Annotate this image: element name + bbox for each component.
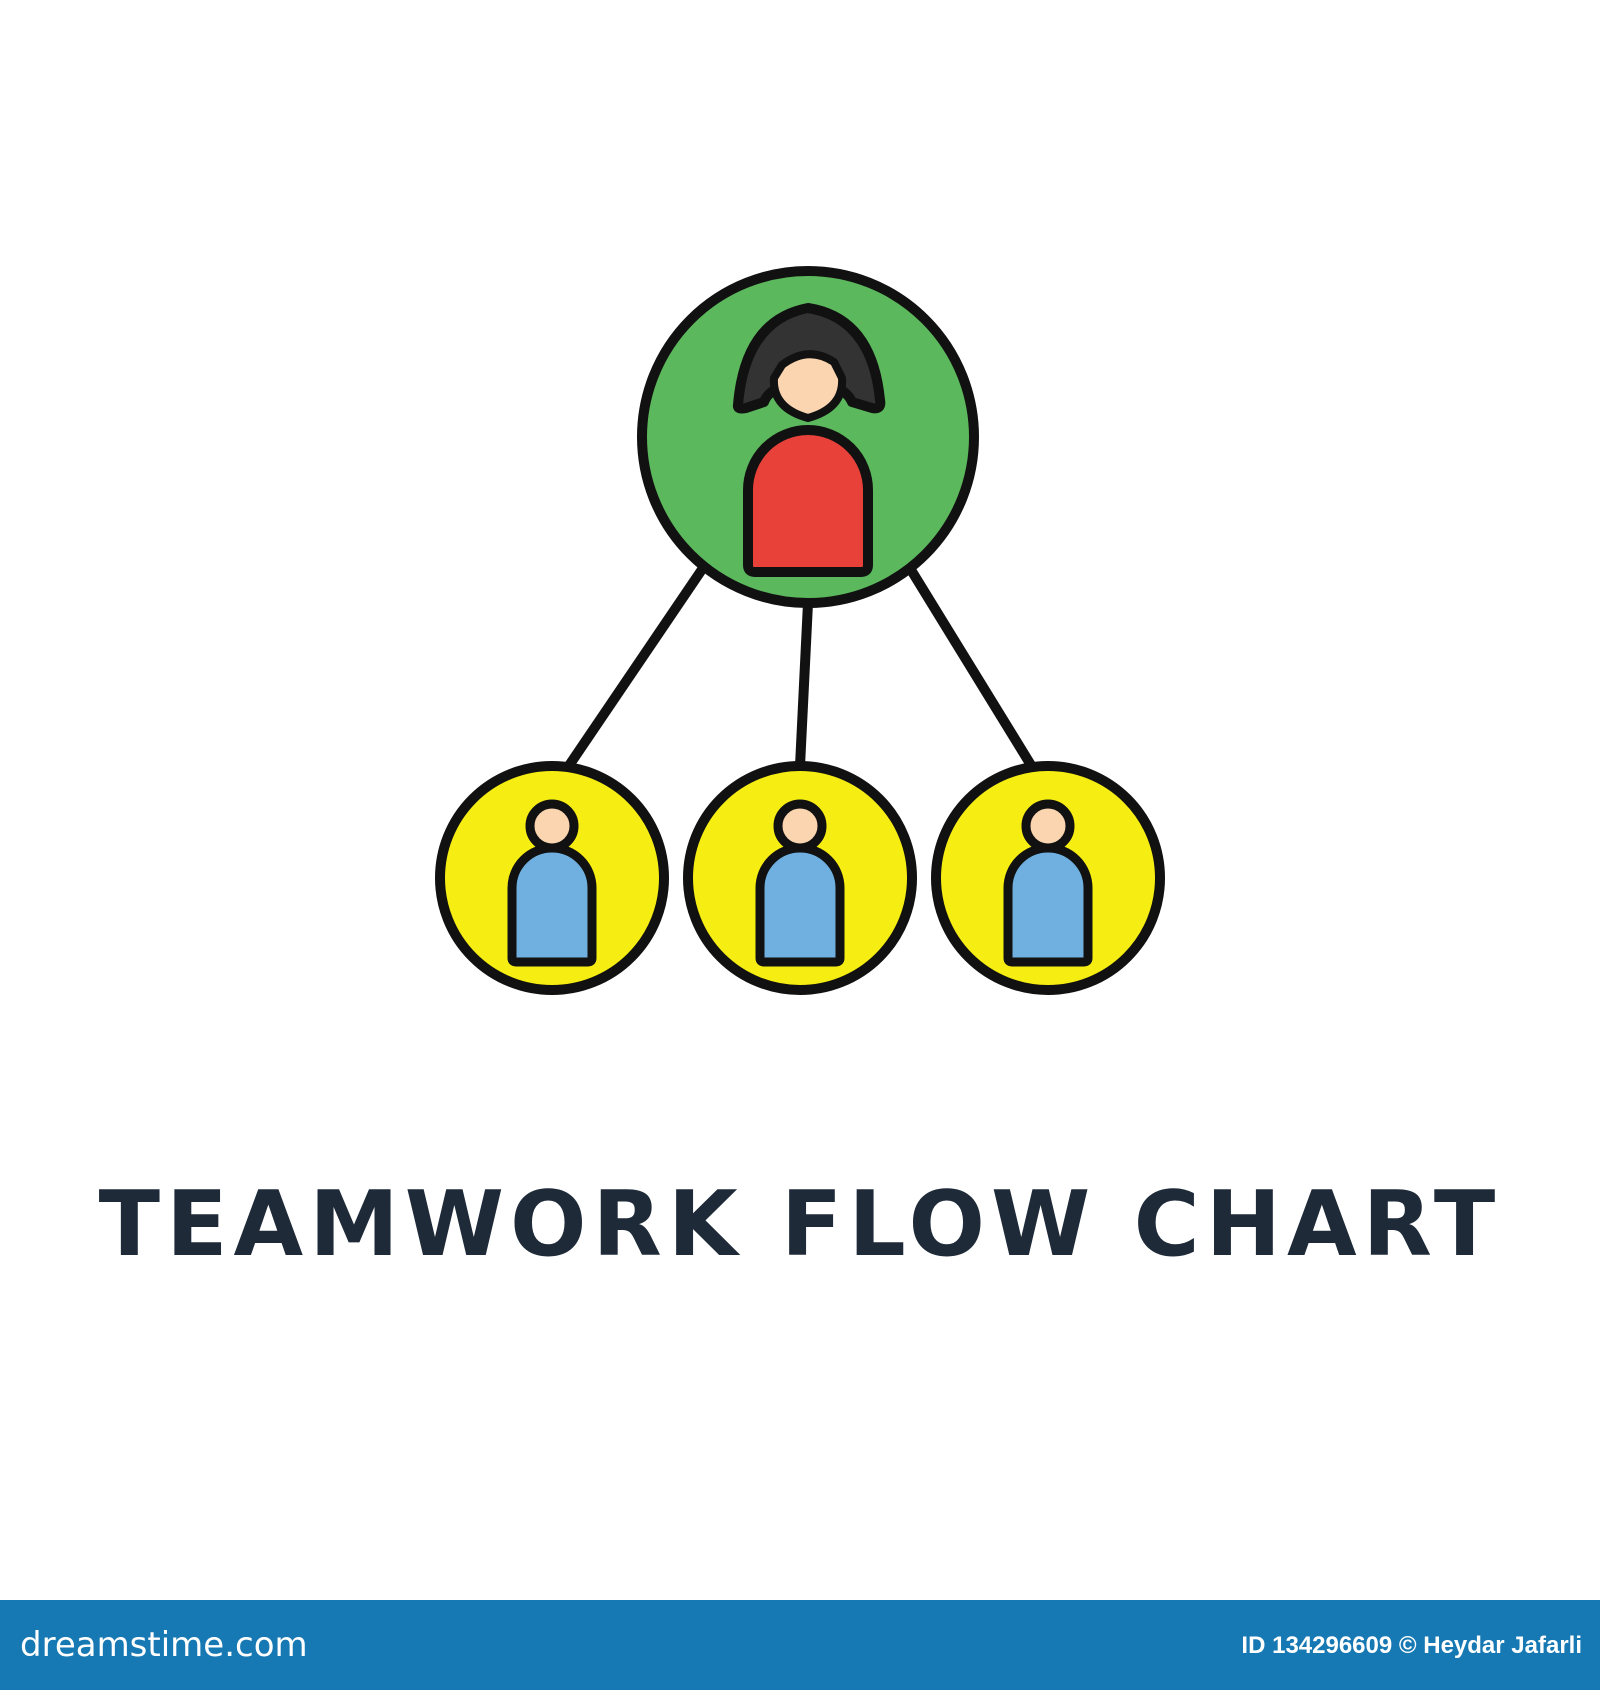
connector-line-2: [795, 602, 813, 767]
woman-user-icon: [732, 303, 886, 577]
member-node-1: [435, 761, 669, 995]
user-icon: [507, 799, 597, 967]
diagram-title: TEAMWORK FLOW CHART: [98, 1172, 1502, 1277]
leader-face: [769, 350, 847, 422]
member-body-1: [507, 843, 597, 967]
user-icon: [755, 799, 845, 967]
teamwork-flow-chart-diagram: [435, 266, 1165, 995]
connector-line-3: [903, 562, 1039, 773]
leader-node: [637, 266, 979, 608]
brand-logo[interactable]: dreamstime.com: [20, 1625, 308, 1665]
member-body-3: [1003, 843, 1093, 967]
member-node-3: [931, 761, 1165, 995]
leader-body: [743, 425, 873, 577]
member-head-2: [773, 799, 827, 853]
connector-lines: [561, 562, 1039, 773]
footer-bar: dreamstime.com ID 134296609 © Heydar Jaf…: [0, 1600, 1600, 1690]
member-body-2: [755, 843, 845, 967]
image-credit: ID 134296609 © Heydar Jafarli: [1241, 1632, 1582, 1659]
user-icon: [1003, 799, 1093, 967]
member-head-3: [1021, 799, 1075, 853]
member-node-2: [683, 761, 917, 995]
member-head-1: [525, 799, 579, 853]
connector-line-1: [561, 562, 710, 773]
